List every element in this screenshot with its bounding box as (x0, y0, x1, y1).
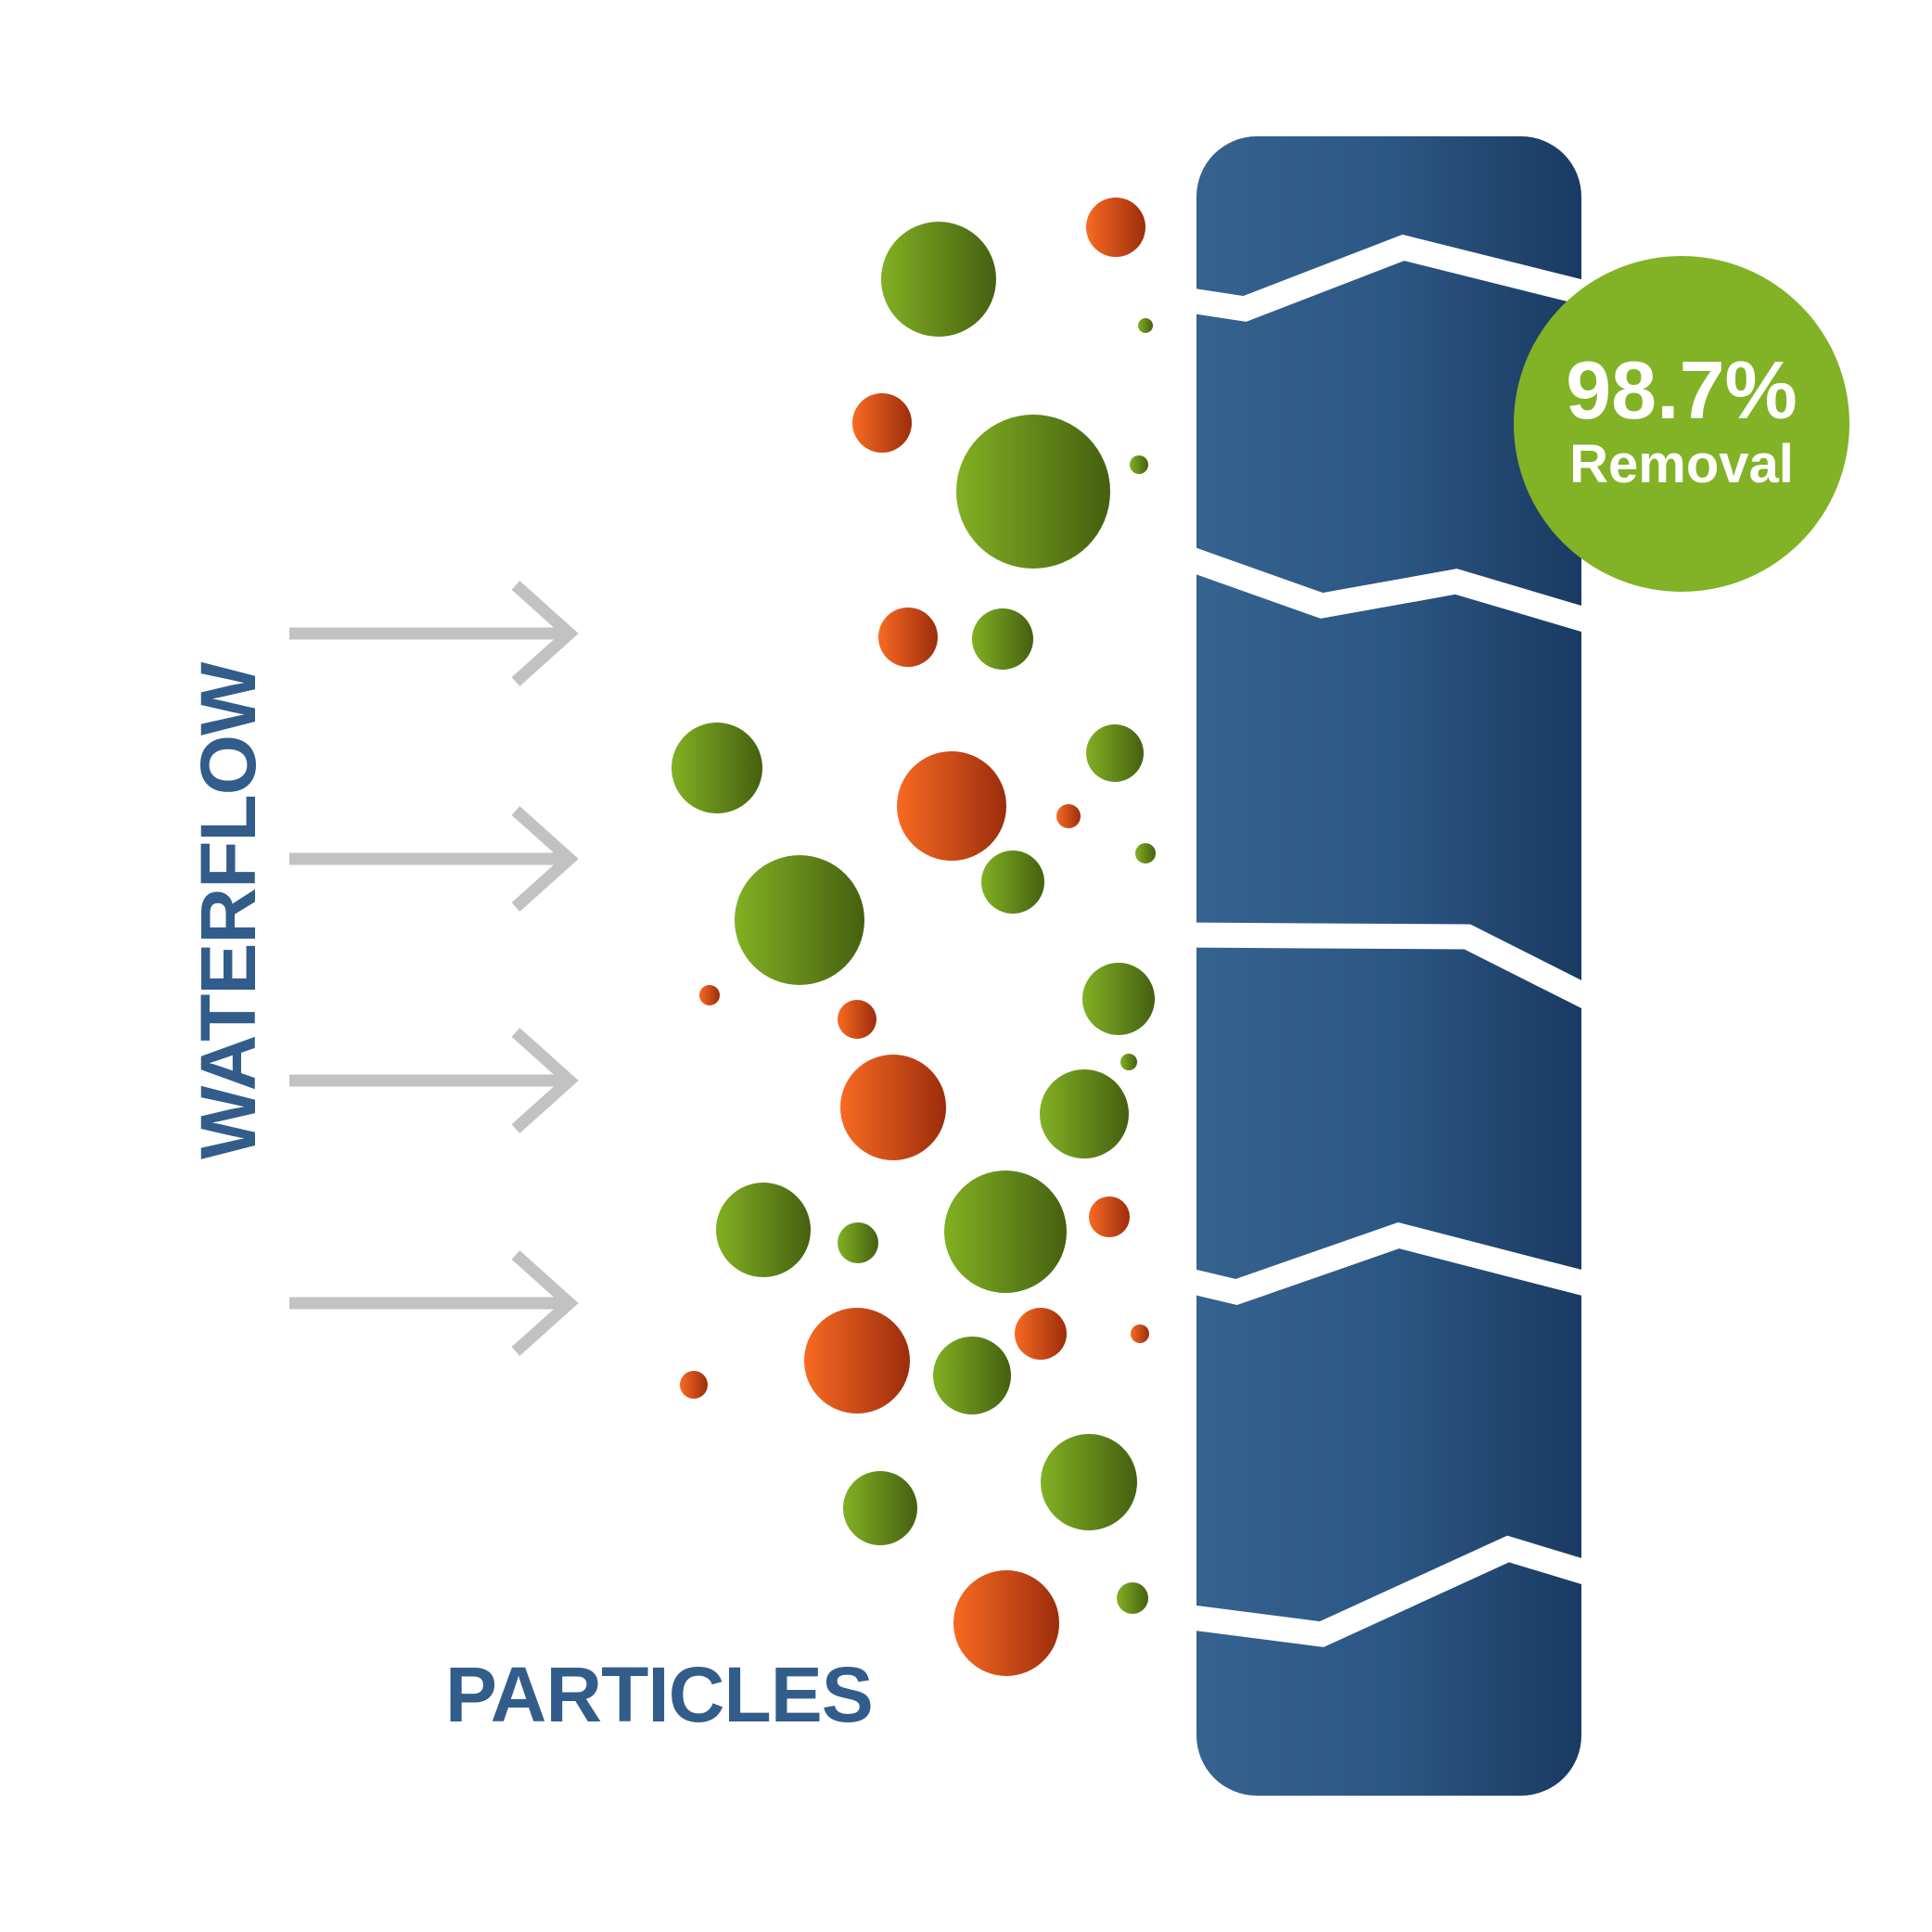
layer-divider-line (1196, 922, 1581, 1016)
green-particle (1082, 963, 1155, 1035)
orange-particle (1056, 804, 1081, 828)
arrow-right-icon (289, 1250, 579, 1356)
layer-divider-line (1196, 1222, 1581, 1306)
green-particle (1138, 318, 1153, 333)
orange-particle (699, 985, 720, 1005)
orange-particle (1086, 198, 1145, 257)
green-particle (843, 1471, 917, 1545)
green-particle (838, 1222, 878, 1263)
particles-cluster (672, 198, 1156, 1676)
removal-caption: Removal (1569, 434, 1794, 494)
green-particle (716, 1183, 811, 1277)
orange-particle (953, 1570, 1059, 1676)
orange-particle (1015, 1308, 1067, 1360)
green-particle (1120, 1054, 1137, 1070)
green-particle (1130, 455, 1148, 474)
orange-particle (852, 393, 912, 453)
green-particle (1041, 1434, 1137, 1530)
layer-divider-line (1196, 543, 1581, 636)
filter-layer-dividers (1196, 234, 1581, 1647)
arrow-right-icon (289, 581, 579, 686)
green-particle (944, 1171, 1067, 1293)
arrow-right-icon (289, 1028, 579, 1133)
orange-particle (897, 751, 1006, 861)
layer-divider-line (1196, 234, 1581, 322)
layer-divider-line (1196, 1535, 1581, 1647)
green-particle (956, 415, 1110, 569)
green-particle (735, 855, 864, 985)
orange-particle (1131, 1324, 1149, 1343)
orange-particle (680, 1371, 708, 1399)
filter-media-column (1196, 136, 1581, 1796)
green-particle (981, 851, 1044, 914)
orange-particle (878, 608, 938, 667)
green-particle (881, 222, 996, 337)
orange-particle (838, 1000, 876, 1039)
green-particle (1086, 724, 1144, 782)
arrow-right-icon (289, 806, 579, 912)
waterflow-label: WATERFLOW (185, 662, 272, 1159)
green-particle (672, 723, 762, 813)
waterflow-arrows (289, 581, 579, 1356)
orange-particle (804, 1308, 910, 1414)
green-particle (972, 608, 1033, 670)
filter-body (1196, 136, 1581, 1796)
orange-particle (1089, 1196, 1130, 1237)
particles-label: PARTICLES (445, 1651, 874, 1738)
green-particle (1040, 1069, 1129, 1158)
green-particle (1117, 1582, 1148, 1614)
removal-percentage: 98.7% (1566, 344, 1798, 436)
removal-rate-badge: 98.7% Removal (1514, 256, 1849, 592)
orange-particle (840, 1055, 946, 1160)
green-particle (933, 1337, 1011, 1414)
green-particle (1135, 843, 1156, 864)
